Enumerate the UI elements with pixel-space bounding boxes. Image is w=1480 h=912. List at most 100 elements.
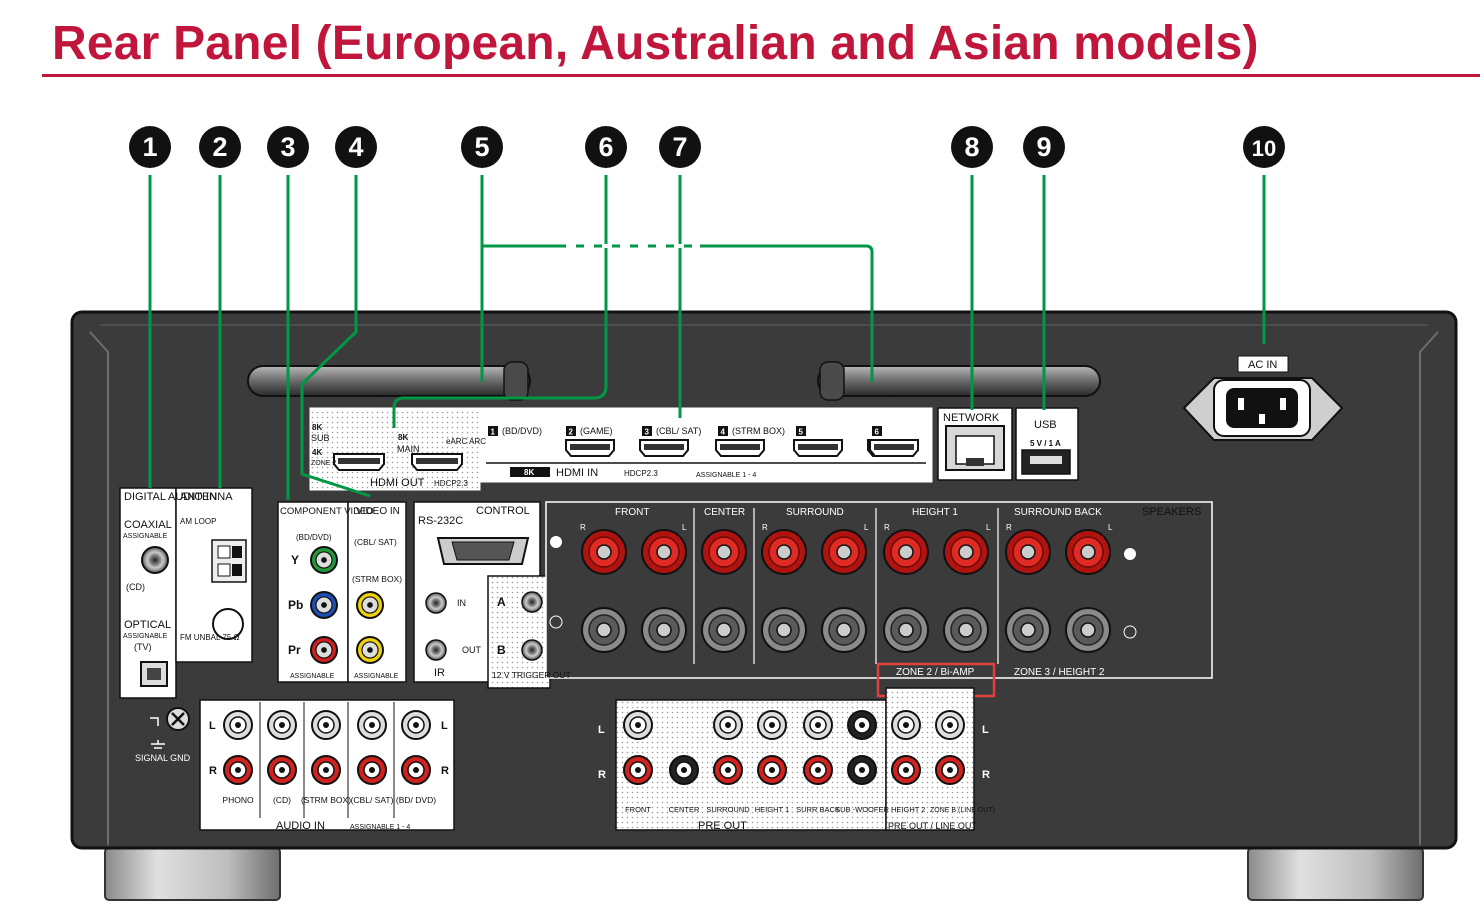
audio-in-l-jack-3[interactable]	[311, 710, 341, 740]
pre-out-r-jack-3[interactable]	[713, 755, 743, 785]
ir-in-jack[interactable]	[425, 592, 447, 614]
audio-in-r-jack-5[interactable]	[401, 755, 431, 785]
audio-in-r-jack-1[interactable]	[223, 755, 253, 785]
speaker-terminal-surround-l-plus[interactable]	[821, 529, 867, 575]
speaker-terminal-height1-r-minus[interactable]	[883, 607, 929, 653]
callout-number: 9	[1036, 132, 1051, 162]
speaker-terminal-front-r-minus[interactable]	[581, 607, 627, 653]
trigger-b-jack[interactable]	[521, 639, 543, 661]
component-pr-jack[interactable]	[310, 636, 338, 664]
speaker-channel-label: L	[986, 523, 991, 532]
audio-in-l-jack-2[interactable]	[267, 710, 297, 740]
trigger-a-jack[interactable]	[521, 591, 543, 613]
callout-5: 5	[461, 126, 503, 168]
video-in-1-jack[interactable]	[356, 591, 384, 619]
hdmi-in-port-2[interactable]	[639, 439, 689, 457]
video-in-2-jack[interactable]	[356, 636, 384, 664]
callout-1: 1	[129, 126, 171, 168]
speaker-terminal-height1-r-plus[interactable]	[883, 529, 929, 575]
pre-out-r-jack-6[interactable]	[847, 755, 877, 785]
hdmi-out-sub-port[interactable]	[333, 453, 385, 471]
speaker-terminal-surround-back-r-plus[interactable]	[1005, 529, 1051, 575]
speaker-terminal-surround-back-l-plus[interactable]	[1065, 529, 1111, 575]
pre-out-jack-label: SUB -WOOFER	[835, 805, 889, 814]
audio-in-r-jack-3[interactable]	[311, 755, 341, 785]
hdmi-out-main-port[interactable]	[411, 453, 463, 471]
speaker-terminal-surround-r-minus[interactable]	[761, 607, 807, 653]
usb-port-tongue	[1030, 456, 1062, 464]
pre-out-r-jack-4[interactable]	[757, 755, 787, 785]
trigger-b-label: B	[497, 643, 506, 657]
speaker-terminal-front-l-minus[interactable]	[641, 607, 687, 653]
hdmi-in-port-3[interactable]	[715, 439, 765, 457]
pre-out-r-jack-1[interactable]	[623, 755, 653, 785]
pre-out-l-jack-6[interactable]	[847, 710, 877, 740]
callout-3: 3	[267, 126, 309, 168]
pre-out-line-out-label: PRE OUT / LINE OUT	[888, 821, 977, 831]
hdmi-in-label: HDMI IN	[556, 467, 598, 479]
ir-in-label: IN	[457, 598, 466, 608]
line-out-r-jack-1[interactable]	[891, 755, 921, 785]
audio-in-channel-label: L	[209, 720, 216, 732]
speaker-terminal-front-l-plus[interactable]	[641, 529, 687, 575]
fm-antenna-jack[interactable]	[212, 608, 244, 640]
hdmi-in-port-1[interactable]	[565, 439, 615, 457]
speaker-surround-label: SURROUND	[786, 507, 844, 518]
component-pb-jack[interactable]	[310, 591, 338, 619]
pre-out-l-jack-5[interactable]	[803, 710, 833, 740]
component-y-jack[interactable]	[310, 546, 338, 574]
audio-in-l-jack-1[interactable]	[223, 710, 253, 740]
speaker-terminal-center-plus[interactable]	[701, 529, 747, 575]
pre-out-jack-label: CENTER	[669, 805, 700, 814]
antenna-label: ANTENNA	[180, 491, 233, 503]
pre-out-l-jack-3[interactable]	[713, 710, 743, 740]
line-out-l-jack-2[interactable]	[935, 710, 965, 740]
component-pr-label: Pr	[288, 643, 301, 657]
speaker-terminal-surround-r-plus[interactable]	[761, 529, 807, 575]
hdmi-in-number-badge	[566, 426, 576, 436]
hdmi-assignable-label: ASSIGNABLE 1 - 4	[696, 472, 756, 479]
pre-out-r-jack-5[interactable]	[803, 755, 833, 785]
antenna-left	[247, 361, 531, 401]
hdmi-sub-label: SUB	[311, 433, 330, 443]
line-out-l-jack-1[interactable]	[891, 710, 921, 740]
ir-out-jack[interactable]	[425, 639, 447, 661]
leader-line-6	[392, 175, 608, 428]
signal-gnd-label: SIGNAL GND	[135, 753, 191, 763]
audio-in-r-jack-4[interactable]	[357, 755, 387, 785]
antenna-right	[817, 361, 1101, 401]
audio-in-channel-label: R	[209, 765, 217, 777]
video-in-label: VIDEO IN	[356, 506, 400, 517]
audio-in-l-jack-4[interactable]	[357, 710, 387, 740]
pre-out-r-jack-2[interactable]	[669, 755, 699, 785]
speaker-terminal-height1-l-plus[interactable]	[943, 529, 989, 575]
hdmi-in-port-6[interactable]	[869, 439, 919, 457]
zone2-biamp-label: ZONE 2 / Bi-AMP	[896, 667, 975, 678]
speaker-terminal-surround-l-minus[interactable]	[821, 607, 867, 653]
audio-in-r-jack-2[interactable]	[267, 755, 297, 785]
callout-7: 7	[659, 126, 701, 168]
trigger-label: 12 V TRIGGER OUT	[492, 670, 571, 680]
callout-2: 2	[199, 126, 241, 168]
rs232c-port[interactable]	[436, 537, 530, 565]
speaker-terminal-front-r-plus[interactable]	[581, 529, 627, 575]
pre-out-l-jack-4[interactable]	[757, 710, 787, 740]
speaker-terminal-surround-back-r-minus[interactable]	[1005, 607, 1051, 653]
speaker-terminal-surround-back-l-minus[interactable]	[1065, 607, 1111, 653]
audio-in-l-jack-5[interactable]	[401, 710, 431, 740]
callout-10: 10	[1243, 126, 1285, 168]
hdmi-in-port-4[interactable]	[793, 439, 843, 457]
pre-out-jack-label: SURROUND	[706, 805, 750, 814]
ac-inlet[interactable]	[1182, 377, 1344, 441]
coaxial-jack[interactable]	[141, 546, 169, 574]
am-loop-terminal[interactable]	[211, 539, 247, 583]
network-port-latch	[966, 458, 984, 466]
ir-label: IR	[434, 667, 445, 679]
line-out-r-jack-2[interactable]	[935, 755, 965, 785]
callout-number: 10	[1252, 136, 1276, 161]
pre-out-label: PRE OUT	[698, 820, 747, 832]
speaker-terminal-height1-l-minus[interactable]	[943, 607, 989, 653]
speaker-terminal-center-minus[interactable]	[701, 607, 747, 653]
pre-out-l-jack-1[interactable]	[623, 710, 653, 740]
callout-number: 5	[474, 132, 489, 162]
